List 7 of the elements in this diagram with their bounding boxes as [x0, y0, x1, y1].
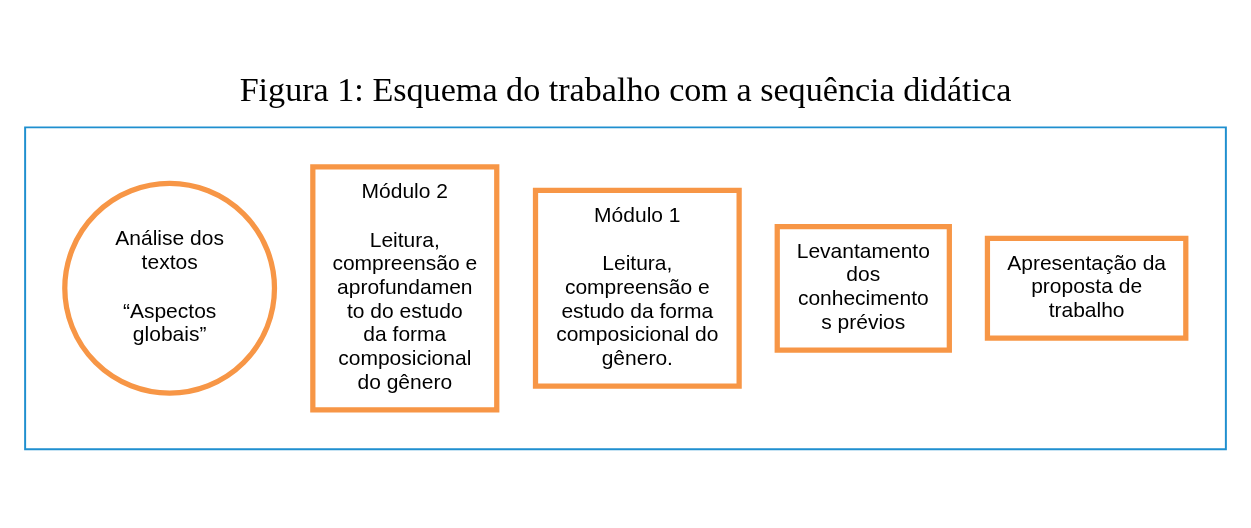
- node-box: Módulo 2 Leitura, compreensão e aprofundamen to do estudo da forma composicional do gênero: [310, 164, 500, 413]
- cluster: [24, 126, 1227, 451]
- node-box: Apresentação da proposta de trabalho: [984, 235, 1189, 341]
- node-box: Levantamento dos conhecimento s prévios: [774, 223, 952, 353]
- node-circle: Análise dos textos “Aspectos globais”: [62, 180, 278, 396]
- diagram-title: Figura 1: Esquema do trabalho com a sequência didática: [239, 70, 1012, 108]
- node-box: Módulo 1 Leitura, compreensão e estudo da forma composicional do gênero.: [532, 187, 742, 389]
